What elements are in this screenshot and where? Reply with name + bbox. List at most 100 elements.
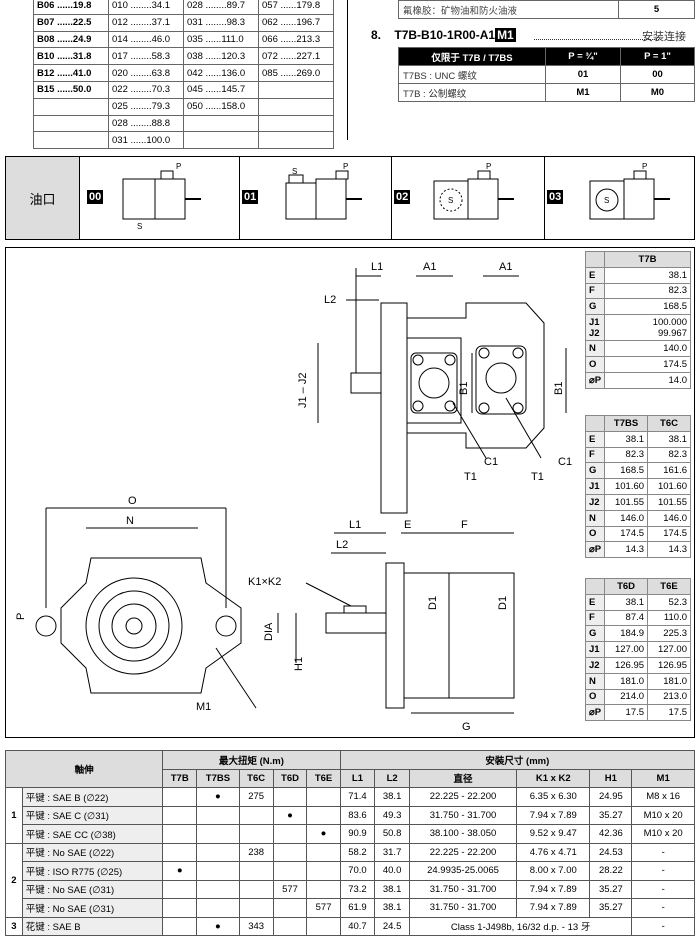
dim-label: C1	[558, 456, 572, 468]
section-8-caption: 安装连接	[642, 31, 686, 43]
displacement-cell: B06 ......19.8	[33, 0, 109, 15]
mount-cell: 24.53	[589, 842, 633, 862]
torque-cell	[162, 787, 198, 807]
dim-key: N	[584, 509, 606, 527]
displacement-cell: 014 ........46.0	[108, 30, 184, 49]
displacement-cell: B12 ......41.0	[33, 64, 109, 82]
mount-cell: 7.94 x 7.89	[516, 898, 591, 918]
torque-cell	[238, 861, 274, 881]
displacement-cell	[258, 131, 334, 150]
dim-value: 100.000 99.967	[604, 314, 691, 342]
leader-dots	[534, 39, 659, 40]
shaft-name: 平键 : SAE C (∅31)	[21, 805, 164, 825]
displacement-cell: 012 ........37.1	[108, 13, 184, 32]
mount-cell: 24.5	[374, 916, 410, 936]
port-option-00: 00	[87, 190, 104, 204]
dim-value: 168.5	[604, 298, 691, 316]
displacement-cell	[258, 97, 334, 116]
ports-label: 油口	[6, 157, 80, 239]
dim-value: 14.3	[647, 541, 691, 559]
mount-cell: 50.8	[374, 824, 410, 844]
group-number: 2	[5, 842, 23, 918]
mount-cell: 40.0	[374, 861, 410, 881]
dim-table-header: T6D	[604, 578, 649, 595]
displacement-cell: 066 ......213.3	[258, 30, 334, 49]
dim-value: 101.55	[647, 493, 691, 511]
dim-key: J2	[584, 493, 606, 511]
model-prefix: T7B-B10-1R00-A1	[394, 28, 496, 42]
dim-key: O	[584, 525, 606, 543]
displacement-cell	[258, 80, 334, 99]
mount-cell: 22.225 - 22.200	[408, 787, 518, 807]
dim-key: F	[584, 282, 606, 300]
dim-value: 181.0	[647, 672, 691, 690]
dim-key: E	[584, 593, 606, 611]
mount-cell: -	[631, 898, 695, 918]
dim-label: D1	[497, 596, 509, 610]
dim-value: 101.60	[647, 478, 691, 495]
dim-value: 82.3	[604, 282, 691, 300]
dim-value: 14.0	[604, 371, 691, 389]
dim-label: F	[461, 519, 468, 531]
displacement-cell: 072 ......227.1	[258, 47, 334, 66]
dim-value: 225.3	[647, 625, 691, 643]
torque-cell	[272, 898, 308, 918]
torque-cell	[306, 879, 341, 899]
mount-cell: M10 x 20	[631, 824, 695, 844]
shaft-name: 平键 : SAE CC (∅38)	[21, 824, 164, 844]
shaft-name: 平键 : No SAE (∅31)	[21, 898, 164, 918]
torque-cell: ●	[196, 787, 240, 807]
dim-label: L1	[349, 519, 361, 531]
torque-cell	[196, 861, 240, 881]
displacement-cell: 062 ......196.7	[258, 13, 334, 32]
mount-col: K1 x K2	[516, 768, 591, 788]
dim-value: 52.3	[647, 593, 691, 611]
dim-value: 17.5	[647, 704, 691, 722]
displacement-cell: 085 ......269.0	[258, 64, 334, 82]
divider	[544, 157, 545, 239]
dim-value: 181.0	[604, 672, 649, 690]
thread-code: 00	[620, 65, 695, 84]
torque-cell	[162, 824, 198, 844]
dim-label: A1	[423, 261, 436, 273]
dim-key: ⌀P	[584, 541, 606, 559]
mount-cell: 31.750 - 31.700	[408, 898, 518, 918]
dim-label: L2	[324, 294, 336, 306]
mount-cell: M10 x 20	[631, 805, 695, 825]
torque-cell	[238, 824, 274, 844]
displacement-cell: 028 ........89.7	[183, 0, 259, 15]
thread-header-1: P = ¾"	[545, 47, 621, 66]
displacement-cell	[33, 114, 109, 133]
mount-cell: 83.6	[339, 805, 376, 825]
shaft-header: 軸伸	[4, 750, 164, 788]
dim-key: J2	[584, 656, 606, 674]
dim-key: J1 J2	[584, 314, 606, 342]
mount-cell: 7.94 x 7.89	[516, 805, 591, 825]
dim-label: B1	[553, 382, 565, 395]
torque-cell	[196, 879, 240, 899]
mount-cell: 7.94 x 7.89	[516, 879, 591, 899]
displacement-cell: B15 ......50.0	[33, 80, 109, 99]
mount-col: L2	[374, 768, 410, 788]
torque-cell	[272, 916, 308, 936]
dim-key: ⌀P	[584, 371, 606, 389]
dim-key: F	[584, 446, 606, 464]
dim-key: N	[584, 672, 606, 690]
displacement-cell: 017 ........58.3	[108, 47, 184, 66]
dim-table-header: T6C	[647, 415, 691, 432]
torque-cell	[306, 805, 341, 825]
model-highlight: M1	[495, 28, 516, 42]
dim-label: L2	[336, 539, 348, 551]
dim-key: J1	[584, 478, 606, 495]
dim-value: 38.1	[647, 430, 691, 448]
drawing-area: L1 A1 A1 L2 J1 – J2 B1 B1 C1 C1 T1 T1 O …	[5, 247, 695, 738]
displacement-cell: B08 ......24.9	[33, 30, 109, 49]
mount-cell: 38.1	[374, 787, 410, 807]
